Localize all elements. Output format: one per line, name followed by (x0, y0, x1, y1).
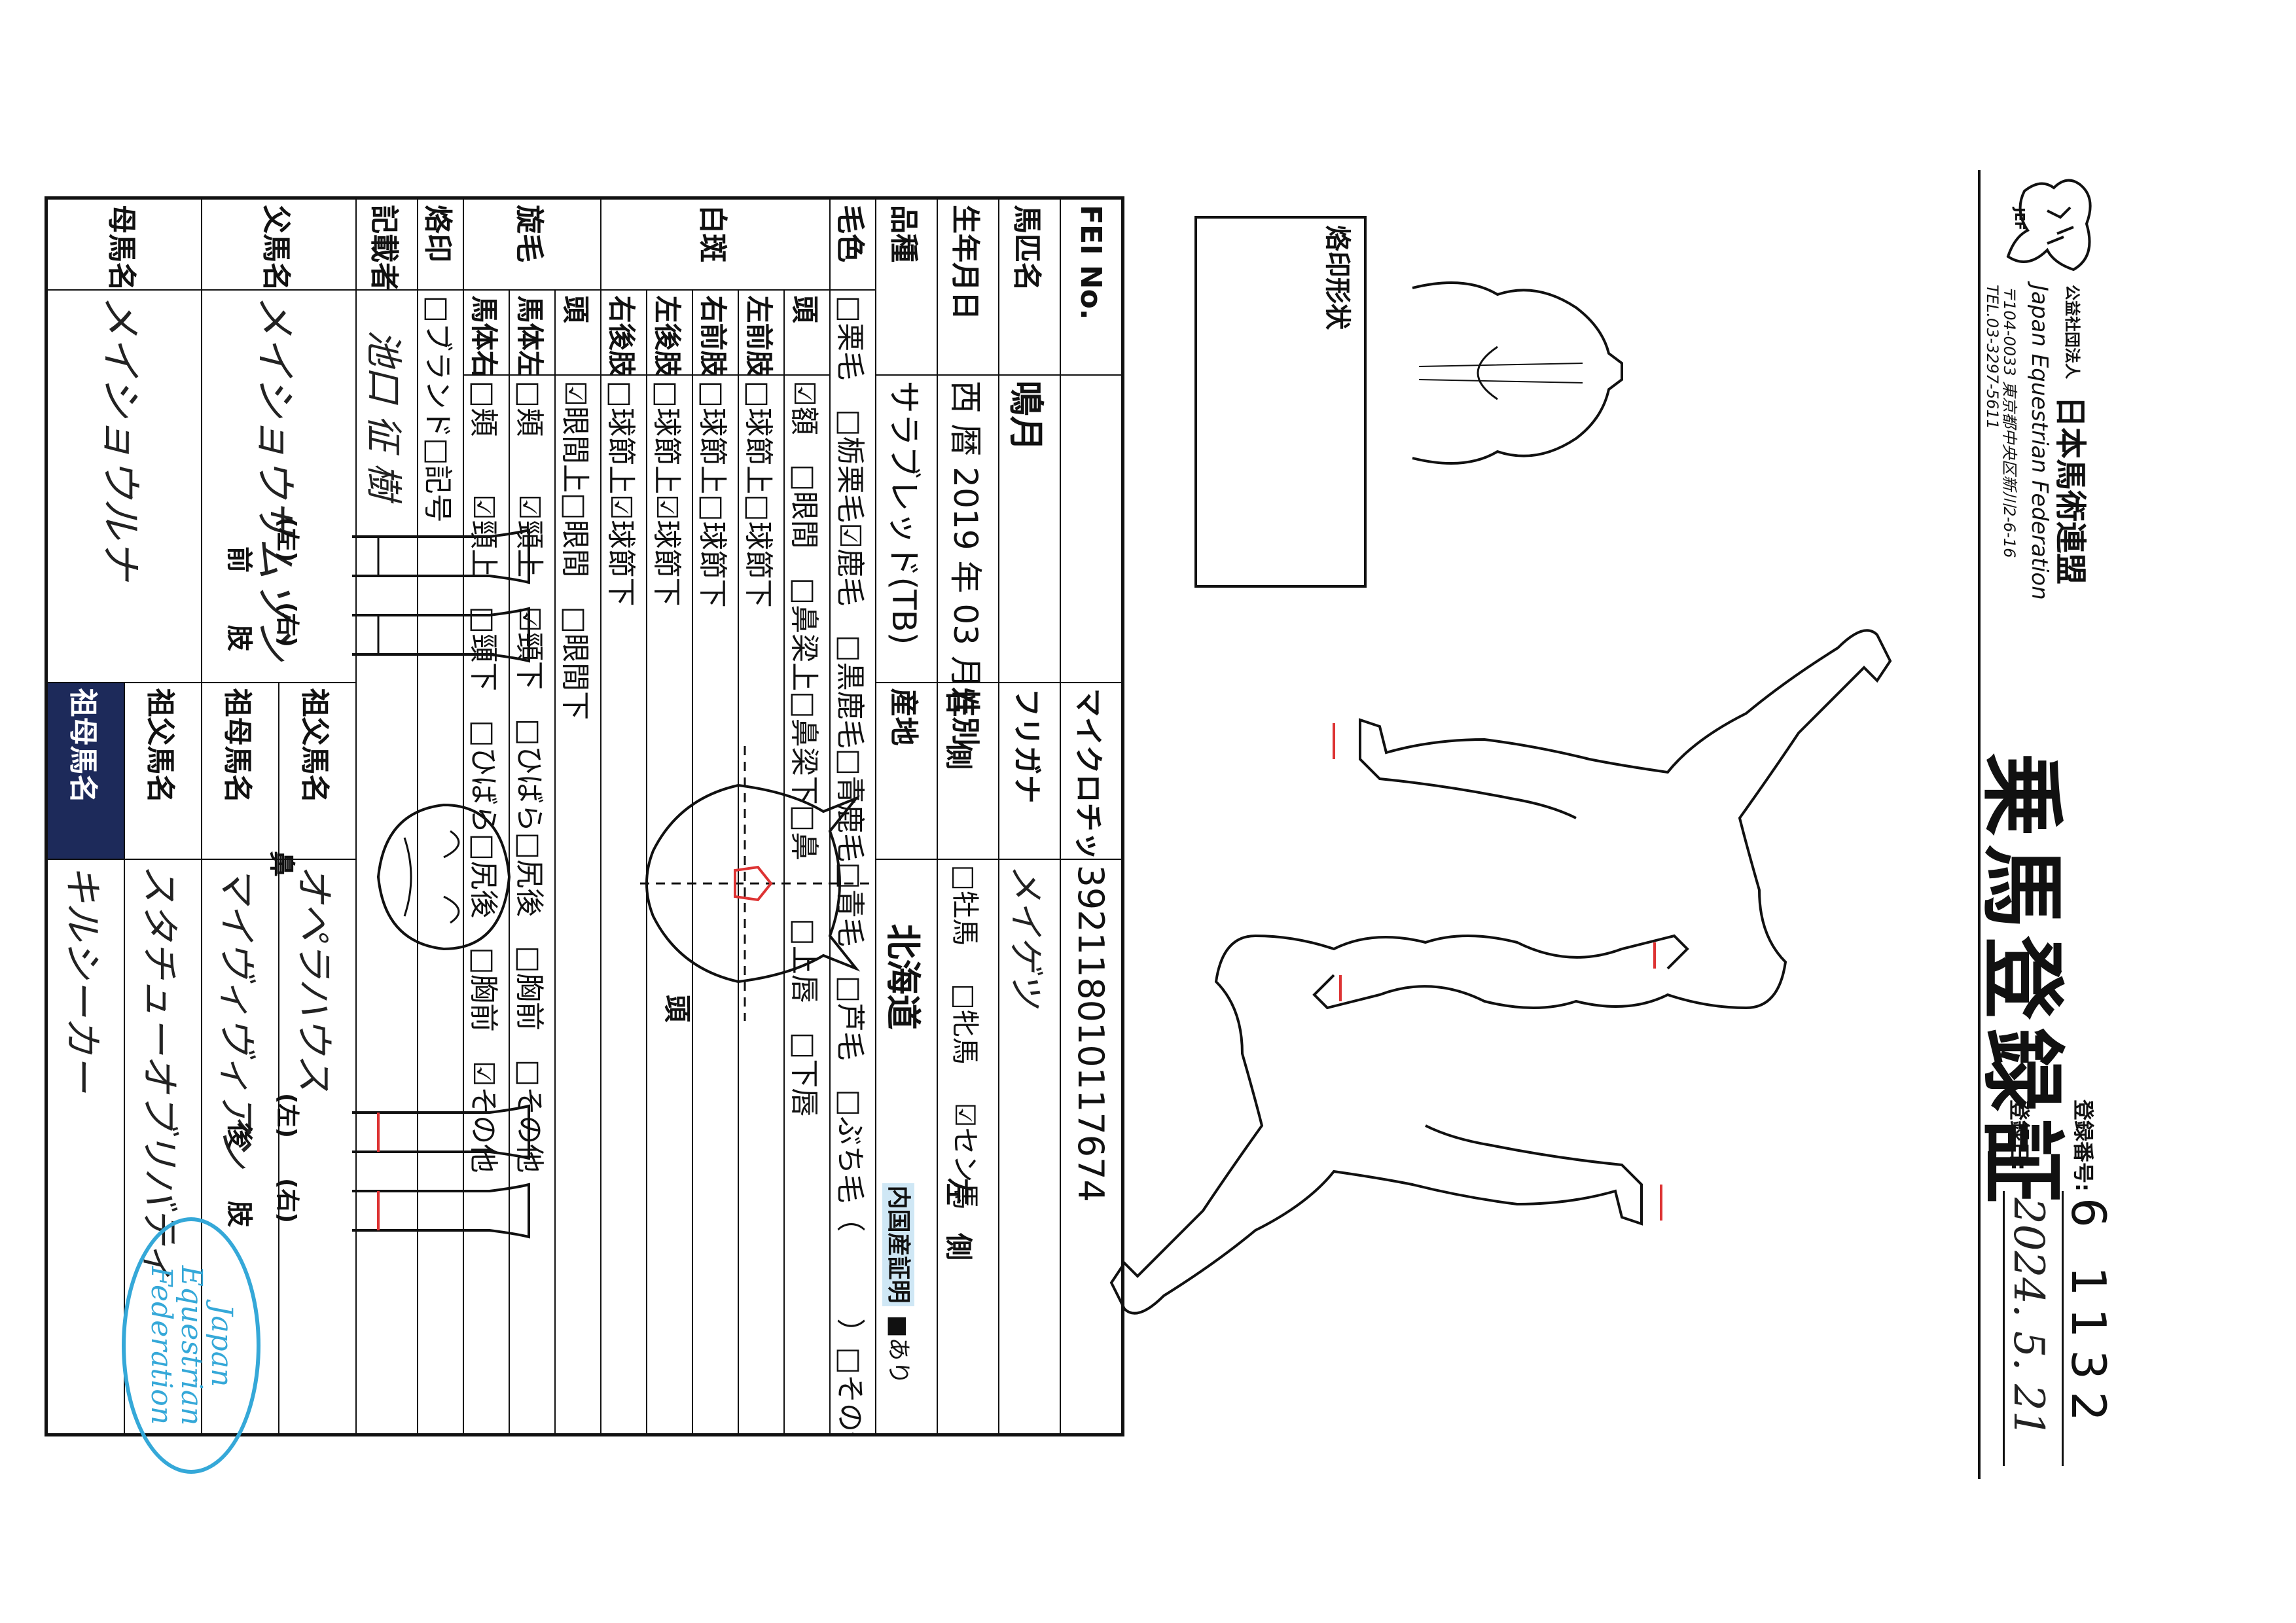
jef-official-stamp: Japan Equestrian Federation (122, 1217, 260, 1474)
horse-muzzle-diagram (376, 803, 511, 951)
logo-caption: JEF (2012, 207, 2028, 230)
forelegs-label: 前 肢 (224, 546, 254, 651)
sex-option-mare: □牝馬 (949, 984, 981, 1065)
origin-cell: 北海道 内国産証明 ■あり (876, 859, 937, 1435)
org-name-en: Japan Equestrian Federation (2026, 285, 2053, 600)
whorl-left-label: 馬体左 (509, 289, 555, 375)
brand-label: 烙印 (418, 198, 463, 290)
origin-label: 産地 (876, 682, 937, 859)
dam-value: メイショウルナ (46, 289, 202, 683)
sex-options: □牡馬 □牝馬 ☑セン馬 (937, 859, 999, 1435)
white-rh-label: 右後肢 (601, 289, 647, 375)
foreleg-right-label: (右) (274, 602, 300, 647)
white-label: 白斑 (601, 198, 830, 290)
head-label: 頭 (661, 995, 693, 1023)
domestic-cert-value: ■あり (885, 1315, 912, 1385)
reg-number-label: 登録番号: (2071, 1099, 2096, 1192)
grandsire-label: 祖父馬名 (279, 682, 356, 859)
horse-name-label: 馬匹名 (999, 198, 1060, 375)
sire-label: 父馬名 (202, 198, 356, 290)
row-name: 馬匹名 鳴月 フリガナ メイゲツ (999, 198, 1060, 1435)
right-side-label: 右 側 (942, 687, 975, 770)
granddam-label: 祖母馬名 (202, 682, 279, 859)
white-head-label: 頭 (784, 289, 830, 375)
white-lh-label: 左後肢 (647, 289, 692, 375)
white-rf-label: 右前肢 (692, 289, 738, 375)
microchip-label: マイクロチップNo. (1060, 682, 1123, 859)
hindleg-left-label: (左) (274, 1093, 300, 1138)
domestic-cert-label: 内国産証明 (882, 1183, 915, 1306)
dam-granddam-value: キルシーカー (46, 859, 124, 1435)
left-side-label: 左 側 (942, 1178, 975, 1261)
reg-number-underline (2062, 1191, 2064, 1466)
hindlegs-label: 後 肢 (224, 1122, 254, 1227)
coat-label: 毛色 (830, 198, 876, 290)
horse-head-front-diagram (634, 746, 869, 1021)
foreleg-left-diagram (352, 528, 530, 584)
horse-right-side-diagram (1312, 629, 1892, 1010)
fei-label: FEI No. (1060, 198, 1123, 375)
furigana-value: メイゲツ (999, 859, 1060, 1435)
fei-value (1060, 374, 1123, 683)
row-whorl-head: 旋毛 頭 ☑眼間上□眼間 □眼間下 (463, 198, 601, 1435)
dam-label: 母馬名 (46, 198, 202, 290)
horse-name: 鳴月 (999, 374, 1060, 683)
jef-logo: JEF (2001, 171, 2100, 276)
origin-value: 北海道 (882, 923, 924, 1030)
org-tel: TEL.03-3297-5611 (1983, 285, 2001, 429)
breed-label: 品種 (876, 198, 937, 375)
sex-option-stallion: □牡馬 (949, 865, 981, 946)
breed-value: サラブレッド(TB) (876, 374, 937, 683)
recorder-label: 記載者 (356, 198, 418, 290)
whorl-label: 旋毛 (463, 198, 601, 290)
reg-date-label: 登録日: (2007, 1099, 2032, 1171)
whorl-right-label: 馬体右 (463, 289, 509, 375)
org-prefix: 公益社団法人 (2063, 285, 2081, 379)
foreleg-left-label: (左) (274, 517, 300, 562)
whorl-head-label: 頭 (555, 289, 601, 375)
reg-date: 2024. 5. 21 (2004, 1198, 2053, 1438)
reg-date-underline (2003, 1191, 2005, 1466)
muzzle-label: 鼻 (266, 851, 296, 877)
row-breed: 品種 サラブレッド(TB) 産地 北海道 内国産証明 ■あり (876, 198, 937, 1435)
stamp-text: Japan Equestrian Federation (144, 1265, 239, 1426)
reg-number: 6 1132 (2061, 1198, 2116, 1433)
whorl-head-value: ☑眼間上□眼間 □眼間下 (555, 374, 601, 1435)
brand-shape-box: 烙印形状 (1194, 216, 1367, 588)
horse-left-side-diagram (1109, 934, 1689, 1315)
furigana-label: フリガナ (999, 682, 1060, 859)
dam-granddam-label: 祖母馬名 (46, 682, 124, 859)
dob-label: 生年月日 (937, 198, 999, 375)
org-address: 〒104-0033 東京都中央区新川2-6-16 (2000, 285, 2018, 558)
dob-value: 西 暦 2019 年 03 月 28 日 生 (937, 374, 999, 683)
row-sire: 父馬名 メイショウサムソン 祖父馬名 オペラハウス (202, 198, 356, 1435)
org-name-ja: 日本馬術連盟 (2052, 396, 2089, 585)
grandsire-value: オペラハウス (279, 859, 356, 1435)
hindleg-left-diagram (352, 1104, 530, 1160)
horse-top-view-diagram (1412, 281, 1623, 465)
brand-shape-label: 烙印形状 (1322, 225, 1352, 330)
foreleg-right-diagram (352, 607, 530, 663)
dam-grandsire-label: 祖父馬名 (124, 682, 202, 859)
hindleg-right-diagram (352, 1183, 530, 1239)
hindleg-right-label: (右) (274, 1178, 300, 1223)
white-lf-label: 左前肢 (738, 289, 784, 375)
